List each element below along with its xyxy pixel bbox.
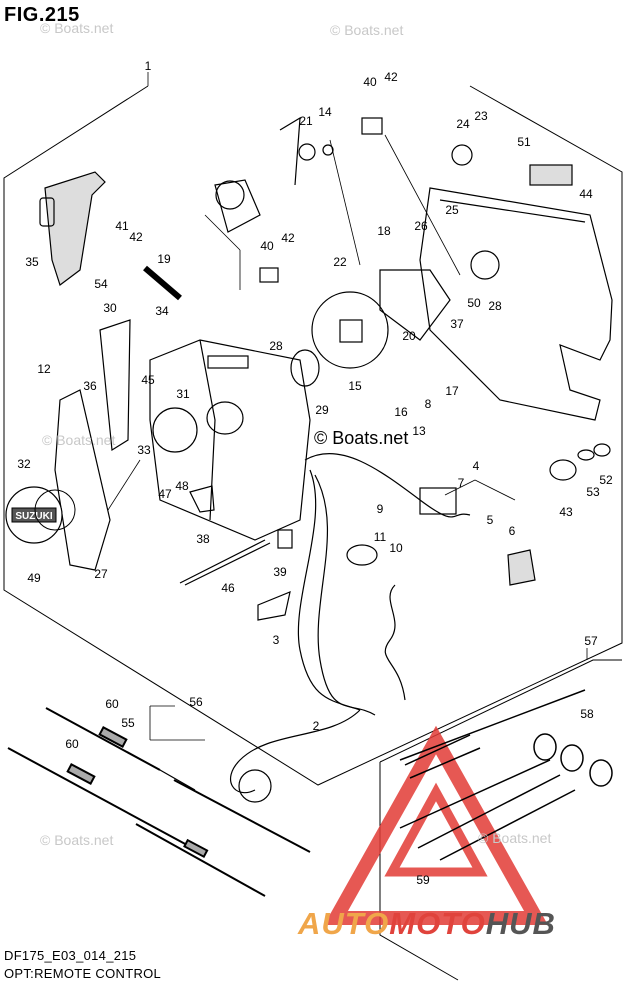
watermark: © Boats.net xyxy=(42,432,116,448)
part-label-22: 22 xyxy=(333,255,347,269)
part-label-53: 53 xyxy=(586,485,600,499)
part-label-57: 57 xyxy=(584,634,598,648)
part-label-18: 18 xyxy=(377,224,391,238)
assembly-frame xyxy=(3,85,623,786)
part-label-46: 46 xyxy=(221,581,235,595)
throttle-shift-cables xyxy=(7,707,311,897)
leader-lines xyxy=(107,72,588,741)
suzuki-dial: SUZUKI xyxy=(5,486,76,544)
wire-harness xyxy=(229,443,611,803)
figure-caption: OPT:REMOTE CONTROL xyxy=(4,966,162,981)
part-label-60: 60 xyxy=(105,697,119,711)
watermark: © Boats.net xyxy=(478,830,552,846)
part-label-20: 20 xyxy=(402,329,416,343)
part-label-37: 37 xyxy=(450,317,464,331)
brand-part-hub: HUB xyxy=(485,906,556,941)
part-label-19: 19 xyxy=(157,252,171,266)
part-label-45: 45 xyxy=(141,373,155,387)
part-label-15: 15 xyxy=(348,379,362,393)
part-label-33: 33 xyxy=(137,443,151,457)
model-code: DF175_E03_014_215 xyxy=(4,948,137,963)
control-lever xyxy=(39,171,131,571)
part-label-10: 10 xyxy=(389,541,403,555)
part-label-51: 51 xyxy=(517,135,531,149)
brand-part-auto: AUTO xyxy=(298,906,390,941)
part-label-40: 40 xyxy=(363,75,377,89)
part-label-2: 2 xyxy=(313,719,320,733)
part-label-30: 30 xyxy=(103,301,117,315)
part-label-16: 16 xyxy=(394,405,408,419)
part-label-32: 32 xyxy=(17,457,31,471)
part-label-7: 7 xyxy=(458,476,465,490)
back-plate xyxy=(419,164,613,421)
part-label-21: 21 xyxy=(299,114,313,128)
part-label-58: 58 xyxy=(580,707,594,721)
part-label-35: 35 xyxy=(25,255,39,269)
part-label-49: 49 xyxy=(27,571,41,585)
part-label-9: 9 xyxy=(377,502,384,516)
part-label-17: 17 xyxy=(445,384,459,398)
automotohub-brand: AUTOMOTOHUB xyxy=(298,906,556,942)
watermark: © Boats.net xyxy=(40,832,114,848)
part-label-31: 31 xyxy=(176,387,190,401)
part-label-28: 28 xyxy=(269,339,283,353)
part-label-34: 34 xyxy=(155,304,169,318)
part-number-labels: 1234567891011121314151617181920212223242… xyxy=(17,59,613,887)
part-label-56: 56 xyxy=(189,695,203,709)
part-label-26: 26 xyxy=(414,219,428,233)
watermark: © Boats.net xyxy=(330,22,404,38)
part-label-47: 47 xyxy=(158,487,172,501)
part-label-11: 11 xyxy=(374,530,387,544)
part-label-14: 14 xyxy=(318,105,332,119)
part-label-55: 55 xyxy=(121,716,135,730)
suzuki-dial-text: SUZUKI xyxy=(15,511,52,522)
part-label-8: 8 xyxy=(425,397,432,411)
part-label-1: 1 xyxy=(145,59,152,73)
part-label-13: 13 xyxy=(412,424,426,438)
part-label-5: 5 xyxy=(487,513,494,527)
kit-frame xyxy=(379,659,622,763)
part-label-42: 42 xyxy=(129,230,143,244)
part-label-40: 40 xyxy=(260,239,274,253)
part-label-24: 24 xyxy=(456,117,470,131)
figure-title: FIG.215 xyxy=(4,4,80,26)
part-label-42: 42 xyxy=(281,231,295,245)
part-label-43: 43 xyxy=(559,505,573,519)
part-label-54: 54 xyxy=(94,277,108,291)
part-label-29: 29 xyxy=(315,403,329,417)
part-label-12: 12 xyxy=(37,362,51,376)
part-label-23: 23 xyxy=(474,109,488,123)
part-label-41: 41 xyxy=(115,219,129,233)
brand-triangle-logo xyxy=(324,725,548,925)
part-label-50: 50 xyxy=(467,296,481,310)
part-label-44: 44 xyxy=(579,187,593,201)
part-label-4: 4 xyxy=(473,459,480,473)
watermark-highlight: © Boats.net xyxy=(314,428,409,448)
part-label-6: 6 xyxy=(509,524,516,538)
hub-assembly xyxy=(152,144,500,453)
brand-part-moto: MOTO xyxy=(389,906,486,941)
part-label-25: 25 xyxy=(445,203,459,217)
part-label-38: 38 xyxy=(196,532,210,546)
part-label-39: 39 xyxy=(273,565,287,579)
part-label-48: 48 xyxy=(175,479,189,493)
control-box-housing xyxy=(149,339,311,541)
watermark: © Boats.net xyxy=(40,20,114,36)
part-label-59: 59 xyxy=(416,873,430,887)
part-label-28: 28 xyxy=(488,299,502,313)
small-parts xyxy=(143,116,383,621)
part-label-36: 36 xyxy=(83,379,97,393)
part-label-3: 3 xyxy=(273,633,280,647)
part-label-27: 27 xyxy=(94,567,108,581)
part-label-60: 60 xyxy=(65,737,79,751)
part-label-42: 42 xyxy=(384,70,398,84)
tie-straps-kit xyxy=(399,689,613,861)
part-label-52: 52 xyxy=(599,473,613,487)
